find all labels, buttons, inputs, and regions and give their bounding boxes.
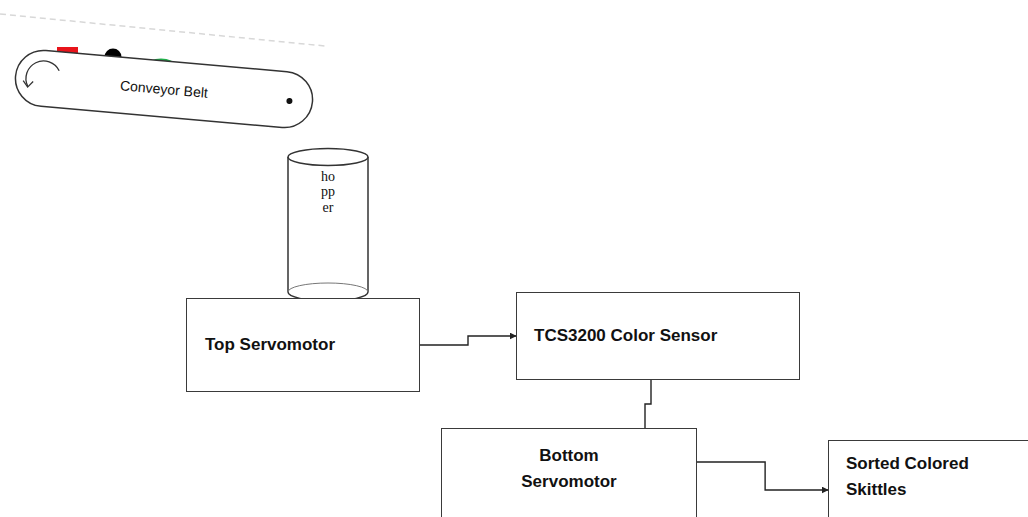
hopper-cylinder: hopper — [285, 147, 371, 302]
node-label: TCS3200 Color Sensor — [534, 323, 717, 349]
node-label: Sorted Colored Skittles — [846, 451, 996, 517]
conveyor-belt: Conveyor Belt — [12, 47, 316, 131]
process-box: Bottom Servomotor — [441, 428, 697, 517]
faint-line — [0, 14, 325, 46]
process-box: Top Servomotor — [186, 298, 420, 392]
node-label: Bottom Servomotor — [504, 443, 634, 517]
connector — [645, 380, 651, 428]
connector — [697, 462, 828, 490]
connector — [420, 336, 516, 345]
process-box: Sorted Colored Skittles — [828, 440, 1028, 517]
process-box: TCS3200 Color Sensor — [516, 292, 800, 380]
node-label: Top Servomotor — [205, 332, 335, 358]
node-label: hopper — [321, 169, 335, 302]
